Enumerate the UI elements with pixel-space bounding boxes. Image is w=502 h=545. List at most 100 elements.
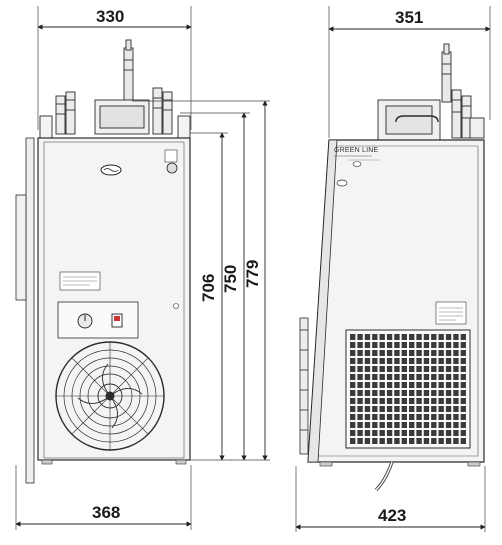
grille-slot [431, 398, 437, 404]
grille-slot [453, 334, 459, 340]
grille-slot [460, 366, 467, 372]
grille-slot [460, 374, 467, 380]
grille-slot [379, 350, 385, 356]
grille-slot [445, 374, 452, 380]
grille-slot [350, 430, 356, 436]
grille-slot [364, 350, 371, 356]
dimension-label-750: 750 [221, 265, 240, 293]
grille-slot [445, 438, 452, 444]
fan-guard-icon [55, 341, 165, 451]
side-brand-logo-icon [352, 161, 362, 167]
grille-slot [453, 422, 459, 428]
grille-slot [379, 358, 385, 364]
dimension-front-width-top: 330 [37, 6, 192, 130]
grille-slot [386, 430, 393, 436]
grille-slot [401, 438, 408, 444]
grille-slot [460, 342, 467, 348]
warning-sticker [59, 271, 101, 291]
grille-slot [438, 374, 444, 380]
grille-slot [423, 374, 430, 380]
grille-slot [394, 350, 400, 356]
dimension-heights [132, 100, 270, 461]
grille-slot [453, 414, 459, 420]
grille-slot [409, 430, 415, 436]
grille-slot [357, 342, 363, 348]
grille-slot [453, 390, 459, 396]
grille-slot [416, 366, 422, 372]
grille-slot [431, 342, 437, 348]
dimension-label-706: 706 [199, 274, 218, 302]
grille-slot [386, 422, 393, 428]
grille-slot [357, 366, 363, 372]
grille-slot [431, 366, 437, 372]
grille-slot [401, 366, 408, 372]
grille-slot [438, 438, 444, 444]
grille-slot [386, 342, 393, 348]
grille-slot [401, 390, 408, 396]
grille-slot [423, 358, 430, 364]
grille-slot [409, 334, 415, 340]
grille-slot [364, 390, 371, 396]
grille-slot [438, 342, 444, 348]
grille-slot [416, 406, 422, 412]
grille-slot [431, 374, 437, 380]
grille-slot [409, 350, 415, 356]
grille-slot [431, 406, 437, 412]
grille-slot [386, 438, 393, 444]
grille-slot [357, 374, 363, 380]
grille-slot [386, 374, 393, 380]
grille-slot [372, 414, 378, 420]
grille-slot [409, 414, 415, 420]
grille-slot [431, 430, 437, 436]
grille-slot [386, 366, 393, 372]
grille-slot [350, 350, 356, 356]
grille-slot [438, 406, 444, 412]
grille-slot [394, 334, 400, 340]
grille-slot [409, 390, 415, 396]
grille-slot [379, 366, 385, 372]
grille-slot [453, 438, 459, 444]
grille-slot [431, 382, 437, 388]
grille-slot [445, 406, 452, 412]
grille-slot [350, 414, 356, 420]
grille-slot [357, 438, 363, 444]
grille-slot [372, 438, 378, 444]
grille-slot [350, 422, 356, 428]
grille-slot [401, 382, 408, 388]
grille-slot [386, 358, 393, 364]
grille-slot [386, 350, 393, 356]
grille-slot [445, 342, 452, 348]
grille-slot [409, 358, 415, 364]
grille-slot [350, 358, 356, 364]
grille-slot [350, 398, 356, 404]
side-body: GREEN LINE [299, 139, 485, 492]
grille-slot [350, 374, 356, 380]
side-fan-guard [299, 317, 309, 455]
grille-slot [445, 358, 452, 364]
grille-slot [401, 342, 408, 348]
brand-line-label: GREEN LINE [334, 147, 379, 154]
grille-slot [394, 430, 400, 436]
grille-slot [460, 358, 467, 364]
grille-slot [379, 382, 385, 388]
grille-slot [401, 430, 408, 436]
grille-slot [416, 422, 422, 428]
grille-slot [453, 366, 459, 372]
grille-slot [453, 430, 459, 436]
grille-slot [423, 414, 430, 420]
grille-slot [409, 366, 415, 372]
grille-slot [364, 366, 371, 372]
dimension-label-423: 423 [378, 506, 406, 525]
grille-slot [394, 366, 400, 372]
grille-slot [364, 334, 371, 340]
grille-slot [423, 350, 430, 356]
grille-slot [438, 334, 444, 340]
grille-slot [416, 438, 422, 444]
grille-slot [438, 422, 444, 428]
grille-slot [445, 430, 452, 436]
grille-slot [409, 406, 415, 412]
grille-slot [460, 398, 467, 404]
grille-slot [445, 390, 452, 396]
grille-slot [372, 398, 378, 404]
